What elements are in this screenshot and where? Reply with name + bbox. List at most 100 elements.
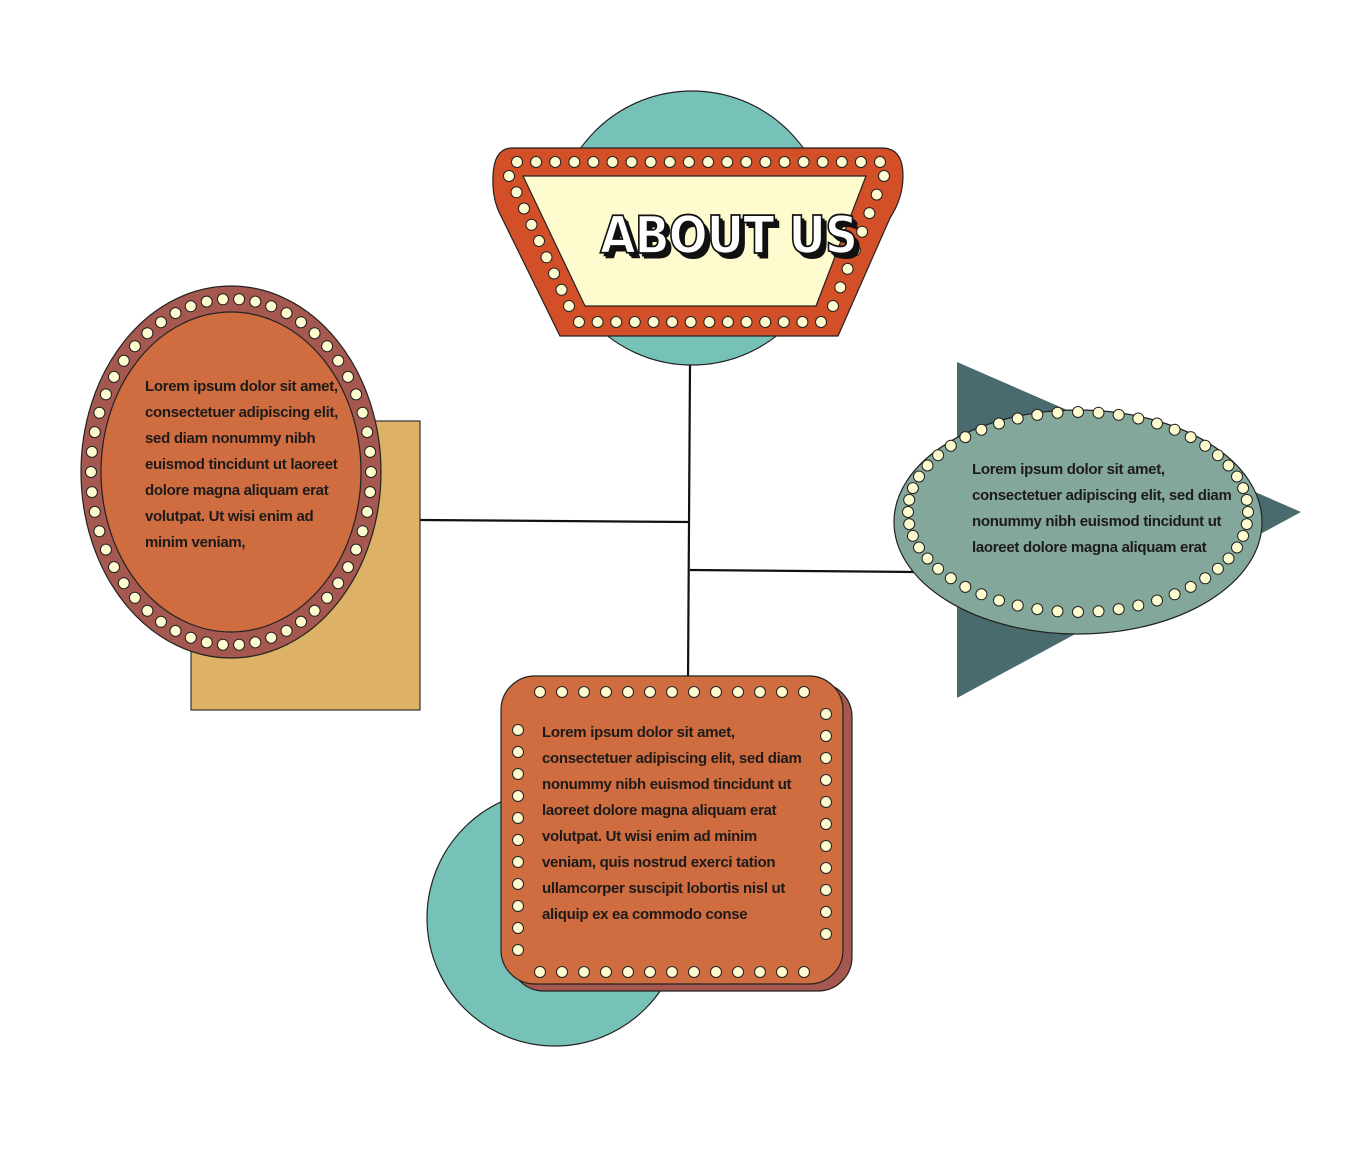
bulb-light xyxy=(591,316,604,328)
bulb-light xyxy=(503,170,515,182)
bulb-light xyxy=(1031,603,1044,616)
bulb-light xyxy=(848,244,861,257)
bulb-light xyxy=(798,686,810,698)
bulb-light xyxy=(1132,412,1145,425)
bulb-light xyxy=(85,486,98,499)
bulb-light xyxy=(1168,423,1181,436)
bulb-light xyxy=(512,790,524,802)
bulb-light xyxy=(959,580,972,593)
bulb-light xyxy=(578,686,590,698)
bulb-light xyxy=(903,493,916,506)
bulb-light xyxy=(1240,493,1253,506)
bulb-light xyxy=(820,708,832,720)
bulb-light xyxy=(740,156,753,168)
bulb-light xyxy=(512,724,524,736)
bulb-light xyxy=(816,156,829,168)
bulb-light xyxy=(555,283,568,296)
left-oval-group xyxy=(80,285,421,711)
bulb-light xyxy=(710,966,722,978)
bulb-light xyxy=(870,188,883,201)
bulb-light xyxy=(556,966,568,978)
bulb-light xyxy=(993,417,1005,430)
bulb-light xyxy=(117,354,130,367)
bulb-light xyxy=(99,388,112,401)
bulb-light xyxy=(644,686,656,698)
bulb-light xyxy=(732,966,744,978)
bulb-light xyxy=(128,340,141,353)
bulb-light xyxy=(1031,408,1044,421)
bulb-light xyxy=(606,156,619,168)
bulb-light xyxy=(1011,599,1024,612)
bulb-light xyxy=(815,316,827,328)
bulb-light xyxy=(600,966,612,978)
bulb-light xyxy=(702,156,715,168)
bulb-light xyxy=(820,774,832,786)
bulb-light xyxy=(682,156,695,168)
bulb-light xyxy=(820,906,832,918)
bulb-light xyxy=(1222,552,1235,565)
bulb-light xyxy=(342,561,354,574)
bulb-light xyxy=(754,686,766,698)
bulb-light xyxy=(169,307,182,320)
bulb-light xyxy=(906,482,919,495)
bulb-light xyxy=(1231,541,1243,554)
bulb-light xyxy=(710,686,722,698)
bulb-light xyxy=(874,156,886,168)
bulb-light xyxy=(1151,594,1163,607)
bulb-light xyxy=(573,316,585,328)
bulb-light xyxy=(878,170,890,182)
bottom-card-group xyxy=(426,675,853,1047)
bulb-light xyxy=(518,202,530,215)
bulb-light xyxy=(342,370,354,383)
bulb-light xyxy=(350,543,363,556)
bulb-light xyxy=(332,354,345,367)
bulb-light xyxy=(1199,439,1212,452)
bulb-light xyxy=(1242,506,1254,518)
bulb-light xyxy=(1168,588,1181,601)
bulb-light xyxy=(1151,417,1163,430)
marquee-bulbs xyxy=(503,156,890,328)
bulb-light xyxy=(913,470,925,483)
bulb-light xyxy=(361,426,374,439)
bulb-light xyxy=(863,207,876,220)
bulb-light xyxy=(975,423,988,436)
bottom-box-text: Lorem ipsum dolor sit amet, consectetuer… xyxy=(542,724,802,923)
right-box-text: Lorem ipsum dolor sit amet, consectetuer… xyxy=(972,461,1232,556)
bulb-light xyxy=(512,834,524,846)
bulb-light xyxy=(820,840,832,852)
bulb-light xyxy=(820,928,832,940)
bulb-light xyxy=(1184,431,1197,444)
left-box-text: Lorem ipsum dolor sit amet, consectetuer… xyxy=(145,378,339,551)
bulb-light xyxy=(921,459,934,472)
bulb-light xyxy=(1199,572,1212,585)
bulb-light xyxy=(525,218,538,231)
connector-left-line xyxy=(419,518,691,524)
title-marquee-group xyxy=(492,90,904,366)
bulb-light xyxy=(663,156,676,168)
bulb-light xyxy=(512,922,524,934)
bulb-light xyxy=(666,966,678,978)
bulb-light xyxy=(563,300,575,312)
bulb-light xyxy=(365,466,377,478)
bulb-light xyxy=(1211,562,1224,575)
bulb-light xyxy=(827,300,839,312)
bulb-light xyxy=(1051,605,1064,618)
bulb-light xyxy=(921,552,934,565)
bulb-light xyxy=(308,327,321,340)
bulb-light xyxy=(169,624,182,637)
bulb-light xyxy=(688,686,700,698)
bulb-light xyxy=(944,439,957,452)
bulb-light xyxy=(1112,408,1125,421)
bulb-light xyxy=(820,862,832,874)
bulb-light xyxy=(778,156,791,168)
bulb-light xyxy=(512,856,524,868)
bulb-light xyxy=(141,604,154,617)
bulb-light xyxy=(932,449,945,462)
bulb-light xyxy=(834,281,847,294)
bulb-light xyxy=(93,525,106,538)
page-title: ABOUT US xyxy=(599,204,859,266)
bulb-light xyxy=(759,316,772,328)
bulb-light xyxy=(835,156,848,168)
bulb-light xyxy=(1237,529,1250,542)
